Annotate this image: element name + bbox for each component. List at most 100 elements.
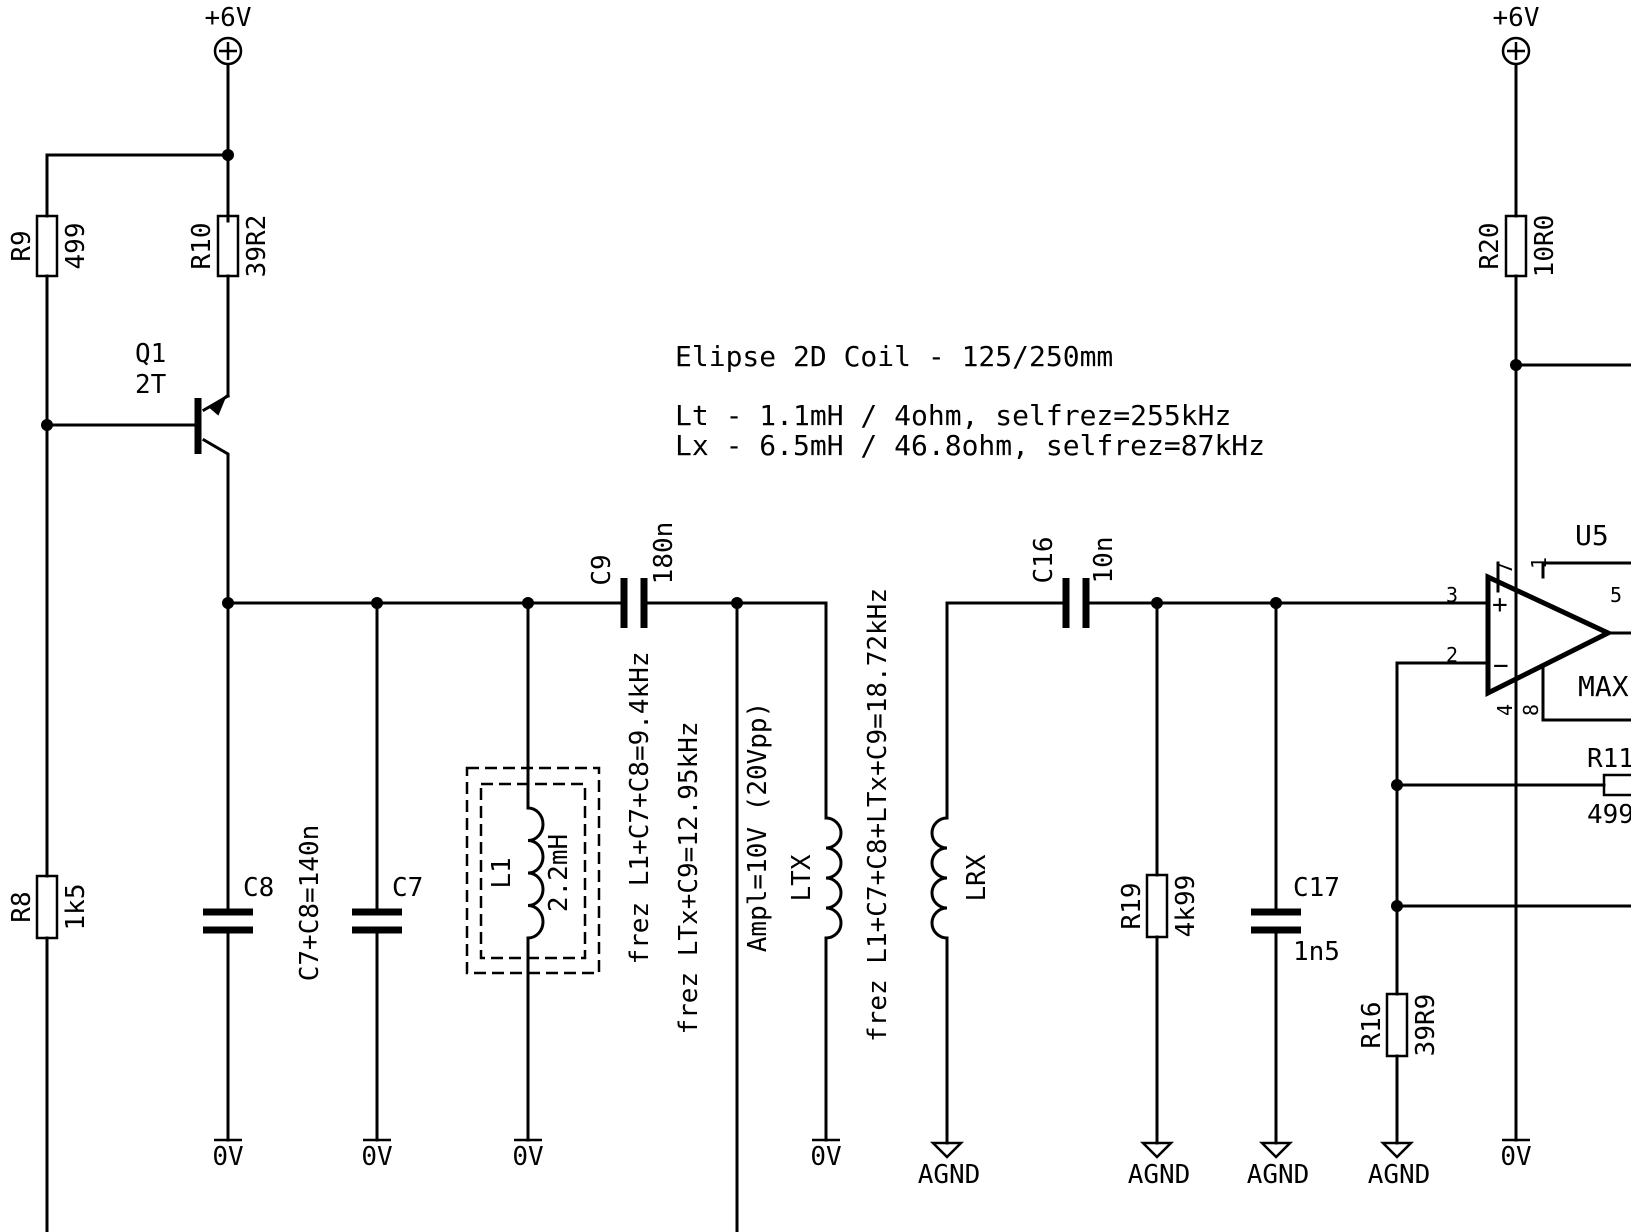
l1-ref: L1: [487, 857, 517, 888]
inductor-coil-icon: [930, 816, 949, 940]
pin-7: 7: [1493, 562, 1517, 574]
supply-circle-icon: [1501, 36, 1531, 66]
r11-value: 499: [1587, 800, 1631, 830]
annotation-ampl: Ampl=10V (20Vpp): [743, 702, 773, 952]
r8-ref: R8: [7, 891, 37, 922]
q1-ref: Q1: [135, 339, 166, 369]
pin-5: 5: [1610, 583, 1622, 607]
pin-4: 4: [1493, 704, 1517, 716]
supply-label-left: +6V: [205, 3, 252, 33]
junction-dot: [1391, 779, 1403, 791]
annotation-frez-total: frez L1+C7+C8+LTx+C9=18.72kHz: [863, 588, 893, 1042]
q1-value: 2T: [135, 370, 167, 400]
annotation-c7c8: C7+C8=140n: [295, 825, 325, 982]
wire-u5-inputs: [1476, 601, 1490, 665]
capacitor-plate-icon: [1251, 908, 1301, 934]
ground-agnd-r16: AGND: [1368, 1141, 1431, 1190]
ground-label: 0V: [512, 1142, 543, 1172]
inductor-l1: L1 2.2mH: [465, 766, 601, 975]
r9-value: 499: [61, 223, 91, 270]
ground-label: 0V: [361, 1142, 392, 1172]
resistor-body-icon: [1385, 992, 1409, 1058]
resistor-r9: R9 499: [7, 214, 91, 278]
agnd-triangle-icon: [929, 1141, 965, 1159]
r16-value: 39R9: [1411, 994, 1441, 1057]
junction-dot: [371, 597, 383, 609]
annotation-frez-l1: frez L1+C7+C8=9.4kHz: [625, 651, 655, 964]
junction-dot: [1270, 597, 1282, 609]
r9-ref: R9: [7, 230, 37, 261]
inductor-coil-icon: [824, 816, 843, 940]
ground-0v-c7: 0V: [361, 1138, 393, 1172]
plus-icon: [1507, 42, 1525, 60]
lrx-ref: LRX: [962, 854, 992, 901]
note-lx: Lx - 6.5mH / 46.8ohm, selfrez=87kHz: [675, 429, 1265, 462]
agnd-label: AGND: [918, 1160, 981, 1190]
resistor-body-icon: [1504, 214, 1528, 278]
resistor-body-icon: [35, 874, 59, 940]
ground-label: 0V: [810, 1142, 841, 1172]
resistor-r16: R16 39R9: [1357, 992, 1441, 1058]
resistor-body-icon: [1602, 773, 1631, 797]
emitter-arrow-icon: [209, 393, 228, 416]
supply-circle-icon: [213, 36, 243, 66]
l1-value: 2.2mH: [544, 834, 574, 912]
resistor-r10: R10 39R2: [187, 215, 272, 278]
junction-dot: [731, 597, 743, 609]
resistor-body-icon: [1145, 873, 1169, 939]
junction-dot: [41, 419, 53, 431]
r11-ref: R11: [1587, 744, 1631, 774]
wire-q1-emitter: [201, 274, 231, 413]
agnd-label: AGND: [1128, 1160, 1191, 1190]
capacitor-plate-icon: [620, 578, 648, 628]
opamp-triangle-icon: [1485, 573, 1614, 698]
supply-label-right: +6V: [1493, 3, 1540, 33]
capacitor-c7: C7: [352, 873, 423, 934]
ground-label: 0V: [212, 1142, 243, 1172]
r8-value: 1k5: [61, 884, 91, 931]
capacitor-c8: C8: [203, 873, 274, 934]
c9-ref: C9: [587, 554, 617, 585]
r19-ref: R19: [1117, 883, 1147, 930]
wire-lrx: [945, 601, 1068, 1145]
c8-ref: C8: [243, 873, 274, 903]
inductor-coil-icon: [526, 806, 545, 940]
plus-icon: [219, 42, 237, 60]
junction-dot: [222, 149, 234, 161]
resistor-r8: R8 1k5: [7, 874, 91, 940]
diagram-title: Elipse 2D Coil - 125/250mm: [675, 340, 1113, 373]
capacitor-plate-icon: [203, 908, 253, 934]
ltx-ref: LTX: [787, 854, 817, 901]
agnd-triangle-icon: [1379, 1141, 1415, 1159]
capacitor-c9: C9 180n: [587, 522, 679, 628]
junctions: [41, 149, 1522, 912]
transistor-q1: Q1 2T: [135, 339, 228, 454]
supply-right: +6V: [1493, 3, 1540, 66]
ground-0v-l1: 0V: [512, 1138, 544, 1172]
capacitor-c17: C17 1n5: [1251, 873, 1340, 967]
junction-dot: [522, 597, 534, 609]
ground-0v-r20: 0V: [1500, 1138, 1532, 1172]
c17-value: 1n5: [1293, 937, 1340, 967]
r10-ref: R10: [187, 223, 217, 270]
agnd-label: AGND: [1368, 1160, 1431, 1190]
junction-dot: [222, 597, 234, 609]
r20-value: 10R0: [1530, 215, 1560, 278]
c9-value: 180n: [649, 522, 679, 585]
c7-ref: C7: [392, 873, 423, 903]
r10-value: 39R2: [242, 215, 272, 278]
resistor-body-icon: [35, 214, 59, 278]
capacitor-plate-icon: [1062, 578, 1090, 628]
r16-ref: R16: [1357, 1002, 1387, 1049]
shield-inner-box: [479, 782, 587, 960]
resistor-r19: R19 4k99: [1117, 873, 1201, 939]
note-lt: Lt - 1.1mH / 4ohm, selfrez=255kHz: [675, 399, 1231, 432]
wires: [45, 63, 1631, 1232]
opamp-u5: U5 MAX + − 3 2 5 7 1 4 8: [1446, 519, 1629, 716]
wire-q1-collector: [201, 437, 230, 605]
ground-agnd-r19: AGND: [1128, 1141, 1191, 1190]
r20-ref: R20: [1475, 223, 1505, 270]
ground-0v-ltx: 0V: [810, 1138, 842, 1172]
agnd-triangle-icon: [1258, 1141, 1294, 1159]
u5-minus: −: [1493, 651, 1509, 681]
